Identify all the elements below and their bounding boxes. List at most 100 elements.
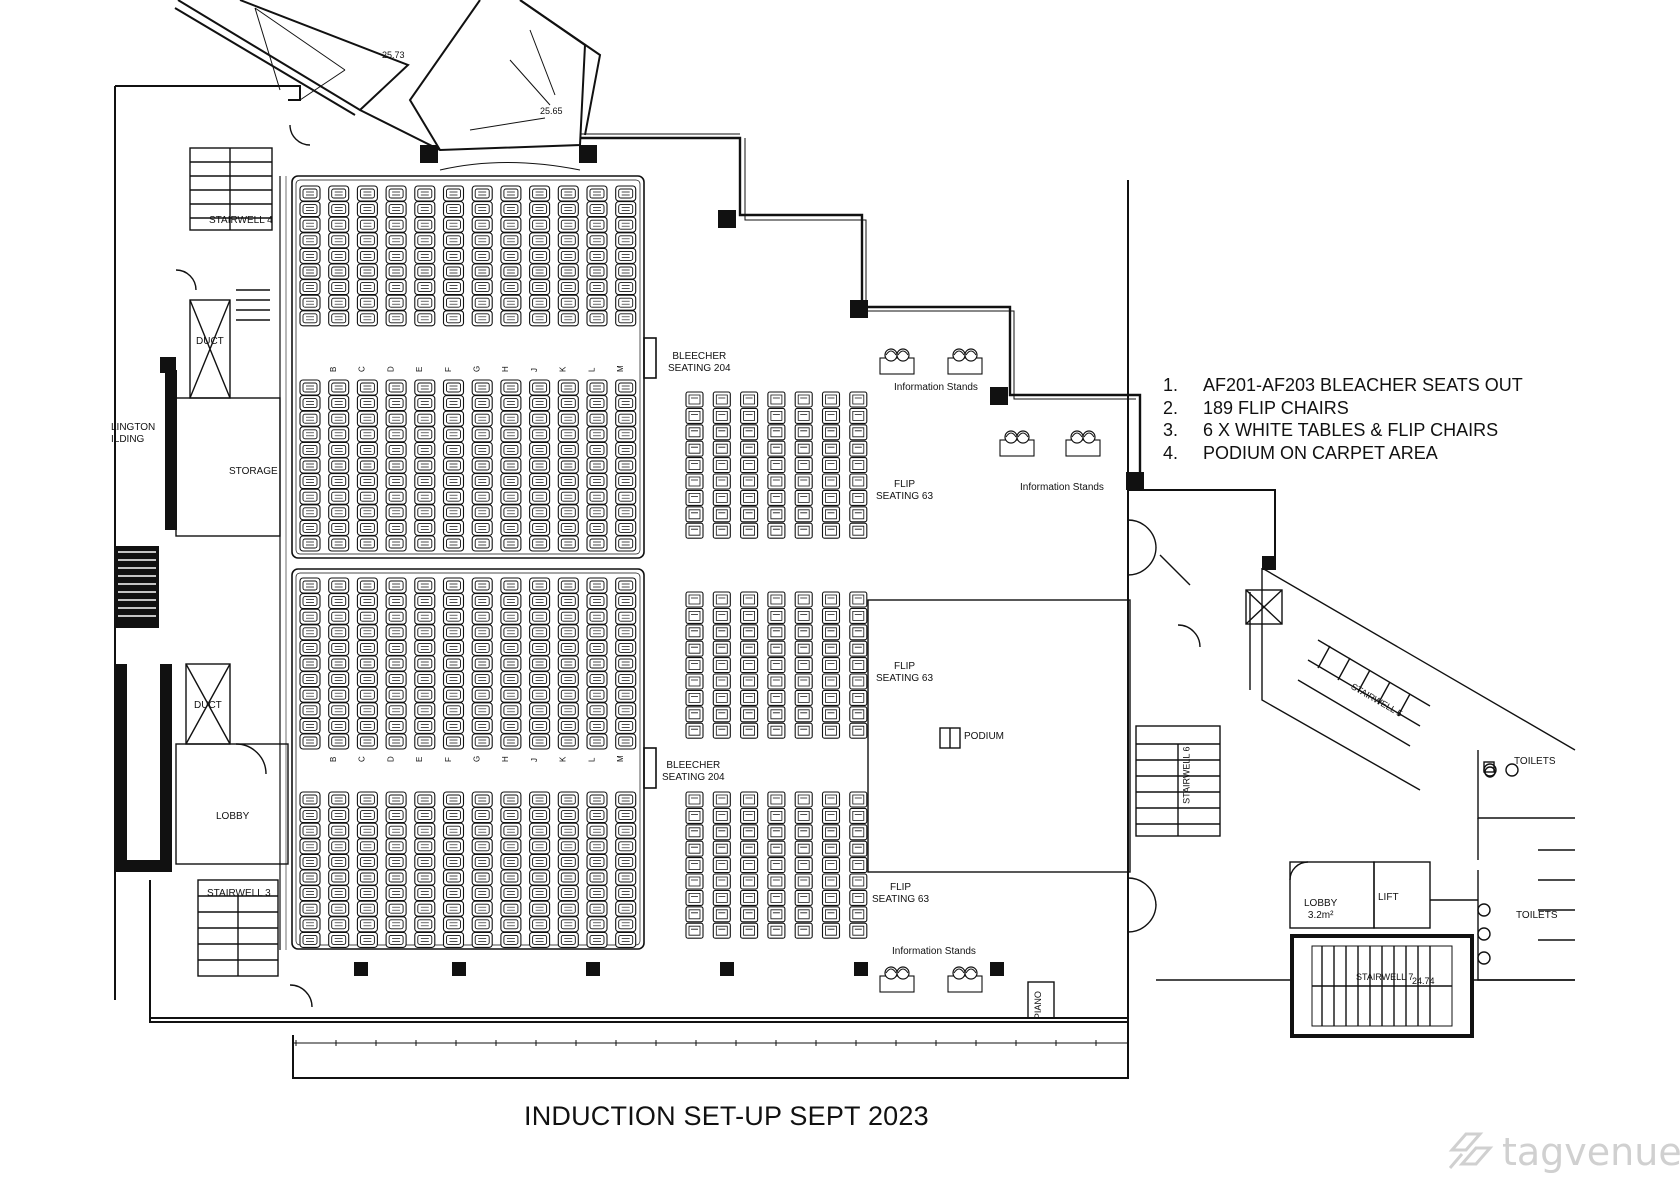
flip-chair xyxy=(794,640,813,657)
building-fragment-label: LINGTON ILDING xyxy=(111,422,156,445)
bleacher-seat xyxy=(299,488,321,505)
flip-chair xyxy=(794,840,813,857)
bleacher-seat xyxy=(385,916,407,933)
bleacher-seat xyxy=(557,294,579,311)
bleacher-seat xyxy=(586,655,608,672)
bleacher-seat xyxy=(586,686,608,703)
flip-chair xyxy=(767,489,786,506)
row-letter: J xyxy=(530,368,539,372)
flip-chair xyxy=(794,922,813,939)
bleacher-seat xyxy=(471,519,493,536)
bleacher-seat xyxy=(328,717,350,734)
flip-chair xyxy=(849,624,868,641)
bleacher-seat xyxy=(586,519,608,536)
bleacher-seat xyxy=(299,717,321,734)
bleacher-seat xyxy=(557,916,579,933)
flip-chair xyxy=(794,457,813,474)
bleacher-seat xyxy=(442,838,465,855)
bleacher-seat xyxy=(471,426,493,443)
bleacher-seat xyxy=(356,717,378,734)
bleacher-seat xyxy=(615,216,637,233)
bleacher-seat xyxy=(471,686,493,703)
flip-chair xyxy=(712,457,731,474)
bleacher-seat xyxy=(356,593,378,610)
bleacher-seat xyxy=(557,593,579,610)
bleacher-seat xyxy=(356,519,378,536)
flip-chair xyxy=(849,689,868,706)
bleacher-seat xyxy=(299,247,321,264)
flip-chair xyxy=(685,657,704,674)
flip-chair xyxy=(685,522,704,539)
bleacher-seat xyxy=(557,624,579,641)
bleacher-seat xyxy=(328,577,350,594)
flip-chair xyxy=(794,673,813,690)
bleacher-seat xyxy=(442,702,465,719)
bleacher-seat xyxy=(328,624,350,641)
bleacher-seat xyxy=(471,807,493,824)
flip-chair xyxy=(685,706,704,723)
flip-chair xyxy=(794,506,813,523)
bleacher-seat xyxy=(529,624,551,641)
row-letter: H xyxy=(501,756,510,762)
bleacher-seat xyxy=(328,791,350,808)
tagvenue-watermark: tagvenue xyxy=(1502,1130,1680,1174)
bleacher-seat xyxy=(529,535,551,552)
flip-chair xyxy=(740,906,759,923)
bleacher-seat xyxy=(557,608,579,625)
bleacher-seat xyxy=(586,185,608,202)
bleacher-seat xyxy=(299,279,321,296)
bleacher-seat xyxy=(557,853,579,870)
bleacher-seat xyxy=(586,216,608,233)
bleacher-seat xyxy=(586,504,608,521)
row-letter: F xyxy=(444,757,453,762)
bleacher-seat xyxy=(299,294,321,311)
bleacher-seat xyxy=(557,885,579,902)
bleacher-seat xyxy=(557,838,579,855)
bleacher-seat xyxy=(414,931,436,948)
bleacher-seat xyxy=(471,655,493,672)
flip-chair xyxy=(740,673,759,690)
bleacher-seat xyxy=(328,395,350,412)
bleacher-seat xyxy=(615,671,637,688)
flip-chair xyxy=(794,607,813,624)
flip-chair xyxy=(740,424,759,441)
flip-chair xyxy=(685,473,704,490)
bleacher-seat xyxy=(328,807,350,824)
bleacher-seat xyxy=(500,395,522,412)
flip-chair xyxy=(712,624,731,641)
bleacher-seat xyxy=(328,519,350,536)
bleacher-seat xyxy=(385,838,407,855)
bleacher-seat xyxy=(615,201,637,218)
bleacher-seat xyxy=(529,247,551,264)
bleacher-seat xyxy=(385,216,407,233)
flip-chair xyxy=(685,407,704,424)
bleacher-seat xyxy=(299,624,321,641)
bleacher-seat xyxy=(328,900,350,917)
flip-chair xyxy=(849,489,868,506)
bleacher-seat xyxy=(586,535,608,552)
bleacher-seat xyxy=(356,488,378,505)
bleacher-seat xyxy=(500,185,522,202)
bleacher-seat xyxy=(471,822,493,839)
flip-chair xyxy=(712,473,731,490)
bleacher-seat xyxy=(356,504,378,521)
bleacher-seat xyxy=(471,916,493,933)
bleacher-seat xyxy=(615,702,637,719)
flip-chair xyxy=(712,391,731,408)
bleacher-seat xyxy=(385,577,407,594)
flip-chair xyxy=(794,440,813,457)
bleacher-seat xyxy=(299,686,321,703)
bleacher-seat xyxy=(414,473,436,490)
bleacher-seat xyxy=(615,294,637,311)
bleacher-seat xyxy=(500,624,522,641)
flip-chair xyxy=(821,722,841,739)
bleacher-seat xyxy=(586,608,608,625)
bleacher-seat xyxy=(500,885,522,902)
flip-chair xyxy=(794,873,813,890)
flip-chair xyxy=(712,906,731,923)
bleacher-seat xyxy=(414,838,436,855)
flip-chair xyxy=(821,706,841,723)
bleacher-seat xyxy=(586,410,608,427)
bleacher-seat xyxy=(615,279,637,296)
